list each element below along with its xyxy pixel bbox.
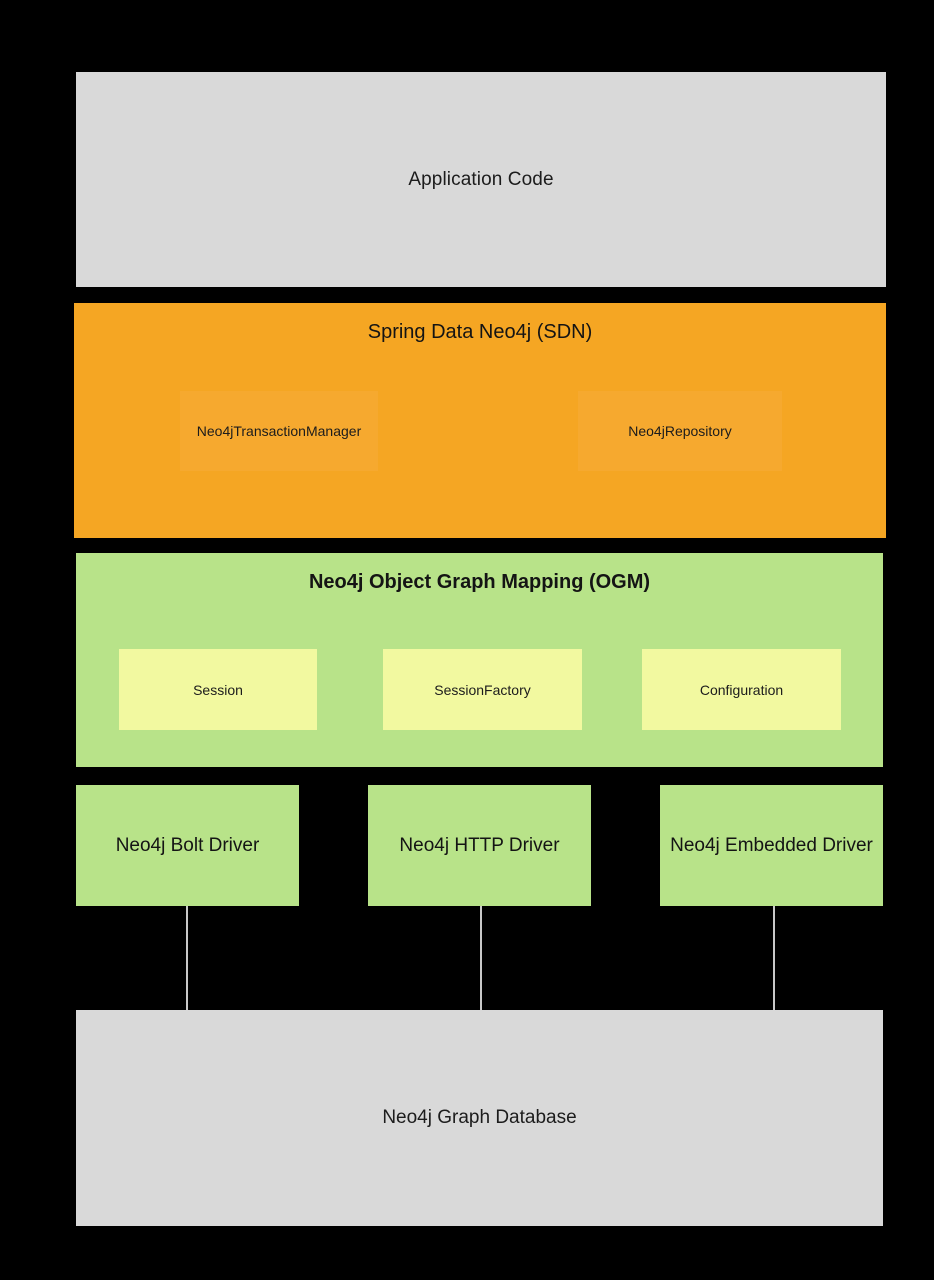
layer-application-code: Application Code — [76, 72, 886, 287]
driver-label: Neo4j HTTP Driver — [399, 834, 560, 856]
component-label: Session — [193, 681, 243, 698]
spring-data-neo4j-title: Spring Data Neo4j (SDN) — [367, 321, 593, 343]
component-label: Configuration — [699, 681, 784, 698]
connector-line-bolt-to-database — [186, 906, 188, 1010]
driver-bolt: Neo4j Bolt Driver — [76, 785, 299, 906]
component-neo4j-repository: Neo4jRepository — [578, 391, 782, 471]
component-label: Neo4jTransactionManager — [196, 423, 362, 439]
component-session: Session — [119, 649, 317, 730]
component-configuration: Configuration — [642, 649, 841, 730]
driver-label: Neo4j Embedded Driver — [670, 834, 873, 856]
component-label: Neo4jRepository — [628, 423, 732, 439]
driver-embedded: Neo4j Embedded Driver — [660, 785, 883, 906]
driver-label: Neo4j Bolt Driver — [115, 834, 260, 856]
driver-http: Neo4j HTTP Driver — [368, 785, 591, 906]
application-code-label: Application Code — [408, 168, 554, 190]
layer-spring-data-neo4j: Spring Data Neo4j (SDN) Neo4jTransaction… — [74, 303, 886, 538]
component-neo4j-transaction-manager: Neo4jTransactionManager — [180, 391, 378, 471]
component-label: SessionFactory — [434, 681, 531, 698]
neo4j-graph-database-label: Neo4j Graph Database — [382, 1107, 577, 1128]
neo4j-ogm-title: Neo4j Object Graph Mapping (OGM) — [308, 571, 651, 593]
layer-neo4j-ogm: Neo4j Object Graph Mapping (OGM) Session… — [76, 553, 883, 767]
connector-line-embedded-to-database — [773, 906, 775, 1010]
component-session-factory: SessionFactory — [383, 649, 582, 730]
layer-neo4j-graph-database: Neo4j Graph Database — [76, 1010, 883, 1226]
connector-line-http-to-database — [480, 906, 482, 1010]
